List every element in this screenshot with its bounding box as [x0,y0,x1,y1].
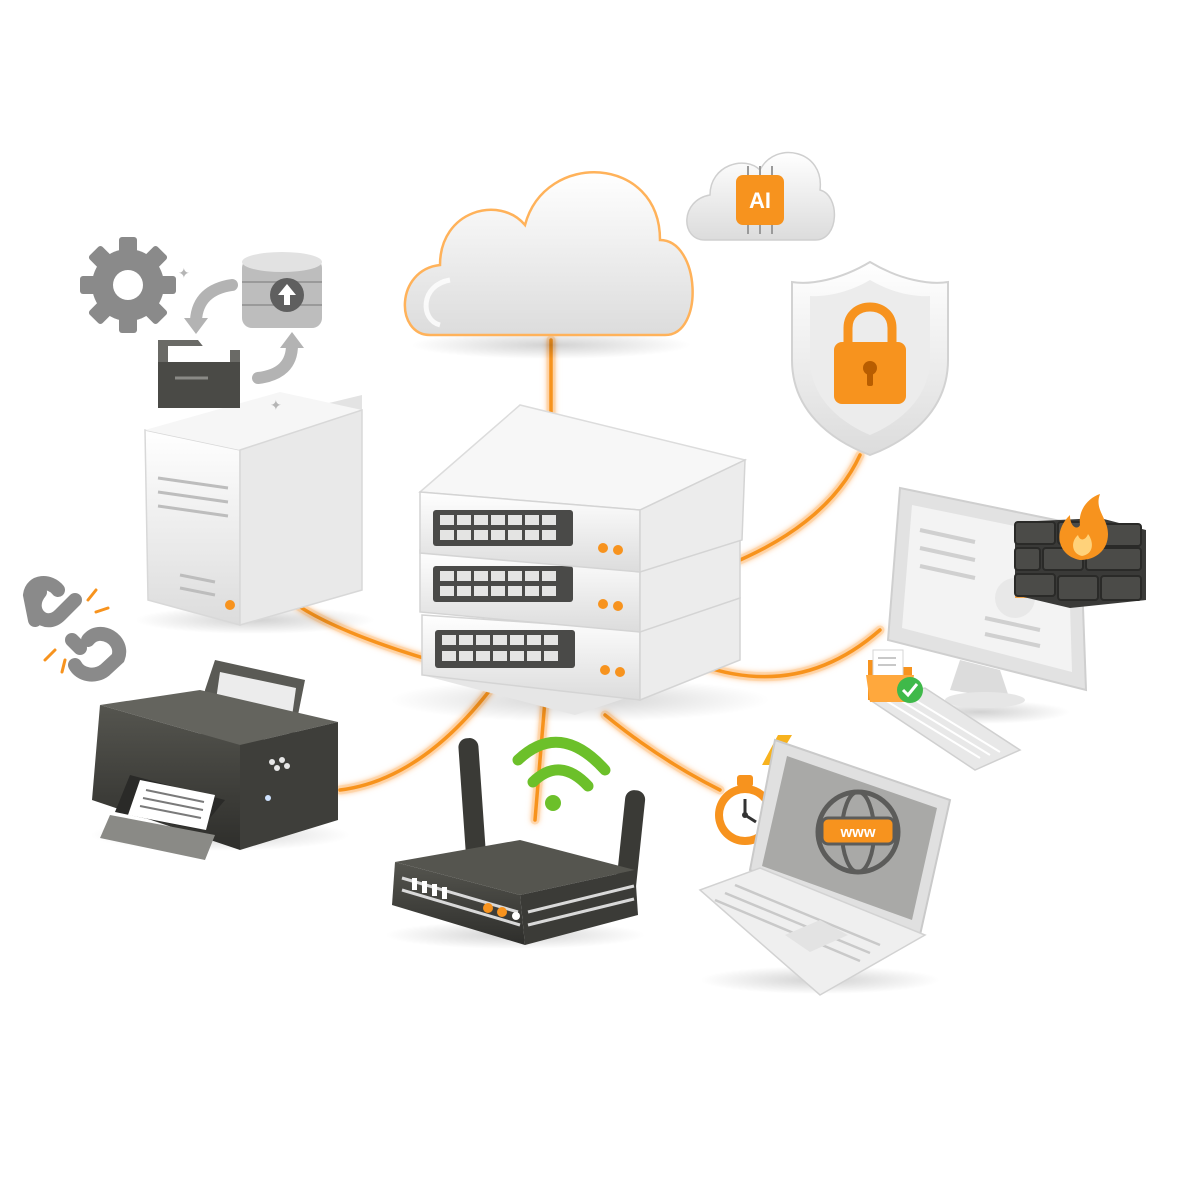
sparkle-icon: ✦ [270,397,282,413]
www-badge-label: www [839,824,875,841]
check-icon [897,677,923,703]
folder-check-icon [866,649,923,703]
printer-paper [128,780,215,830]
wifi-signal-icon [512,736,611,811]
server-led [225,600,235,610]
server-tower-icon [135,392,375,634]
ai-chip [736,175,784,225]
port-row [440,515,556,540]
ai-cloud-icon: AI [686,151,836,241]
cable-shield-switch [738,453,862,562]
fire-icon [1059,494,1108,560]
sync-arrow-head [280,332,304,348]
broken-link-icon [22,576,127,682]
gear-icon [80,237,176,333]
globe-icon: www [815,789,901,875]
firewall-icon [1014,494,1146,608]
port-row [440,571,556,596]
sync-arrow-icon [190,279,298,384]
port-row [442,635,558,661]
folder-icon [158,340,240,408]
cable-laptop-switch [603,713,722,792]
database-upload-icon [242,252,322,328]
switch-unit [418,404,748,574]
cloud-icon [403,171,694,359]
switch-stack-icon [390,404,770,722]
router-icon [385,738,646,949]
cable-monitor-switch [698,628,882,679]
printer-icon [90,660,350,860]
spark-lines [43,588,110,674]
sync-arrow-head [184,318,208,334]
sparkle-icon: ✦ [178,265,190,281]
shield-lock-icon [791,260,949,457]
ai-badge-label: AI [749,188,771,213]
